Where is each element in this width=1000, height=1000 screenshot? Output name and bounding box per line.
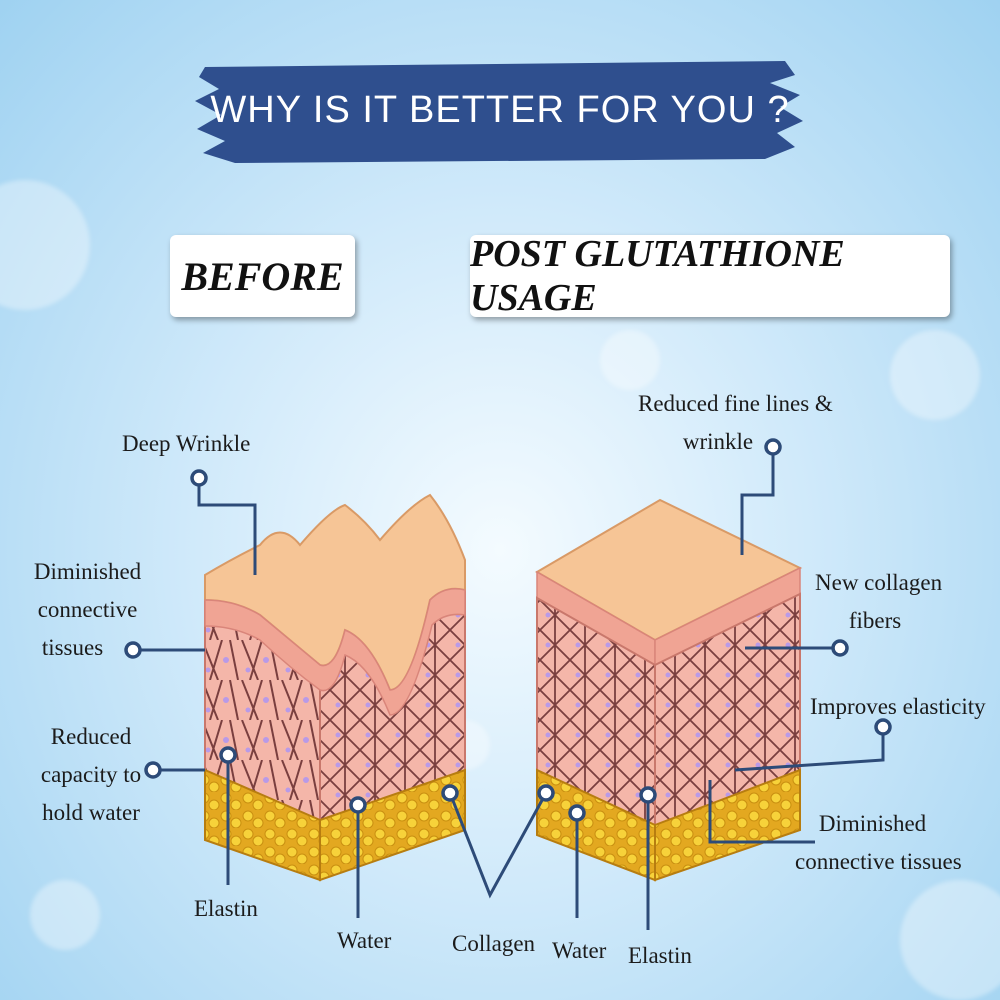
label-line: hold water (42, 800, 140, 825)
after-skin-block (535, 498, 803, 882)
marker-new-collagen (831, 639, 849, 657)
label-line: Diminished (818, 811, 927, 836)
marker-collagen-left (441, 784, 459, 802)
before-label: BEFORE (170, 235, 355, 317)
label-deep-wrinkle: Deep Wrinkle (122, 425, 250, 463)
label-new-collagen: New collagen fibers (815, 564, 943, 640)
connector-improves-elasticity (734, 730, 885, 772)
label-water-left-text: Water (337, 928, 392, 953)
bokeh-light (890, 330, 980, 420)
label-elastin-right-text: Elastin (628, 943, 692, 968)
before-skin-block (204, 493, 466, 882)
label-water-right-text: Water (552, 938, 607, 963)
banner-title: WHY IS IT BETTER FOR YOU ? (210, 88, 790, 131)
marker-reduced-capacity (144, 761, 162, 779)
label-reduced-fine-lines: Reduced fine lines & wrinkle (638, 385, 833, 461)
connector-markers (124, 438, 892, 822)
after-label: POST GLUTATHIONE USAGE (470, 233, 950, 319)
label-line: Reduced fine lines & (638, 391, 833, 416)
bokeh-light (900, 880, 1000, 1000)
connector-reduced-lines (740, 452, 775, 555)
label-line: Diminished (33, 559, 142, 584)
brush-stroke (195, 61, 803, 163)
label-elastin-left: Elastin (194, 890, 258, 928)
label-reduced-capacity: Reduced capacity to hold water (35, 718, 147, 832)
label-line: capacity to (40, 762, 142, 787)
marker-elastin-left (219, 746, 237, 764)
label-diminished-right: Diminished connective tissues (795, 805, 962, 881)
bokeh-light (30, 880, 100, 950)
marker-water-right (568, 804, 586, 822)
label-line: New collagen (815, 570, 943, 595)
label-line: connective (37, 597, 138, 622)
marker-collagen-right (537, 784, 555, 802)
label-water-right: Water (552, 932, 606, 970)
label-elastin-right: Elastin (628, 937, 692, 975)
before-epidermis-band (204, 588, 466, 716)
label-collagen-text: Collagen (452, 931, 536, 956)
title-banner (195, 61, 803, 163)
marker-reduced-lines (764, 438, 782, 456)
label-improves-elasticity: Improves elasticity (810, 688, 986, 726)
marker-water-left (349, 796, 367, 814)
label-diminished-left: Diminished connective tissues (30, 553, 145, 667)
label-deep-wrinkle-text: Deep Wrinkle (122, 431, 251, 456)
marker-deep-wrinkle (190, 469, 208, 487)
connector-collagen (448, 792, 548, 899)
marker-diminished-left (124, 641, 142, 659)
marker-elastin-right (639, 786, 657, 804)
label-collagen: Collagen (452, 925, 535, 963)
before-label-text: BEFORE (181, 253, 344, 299)
label-water-left: Water (337, 922, 391, 960)
connectors (140, 452, 885, 930)
label-line: tissues (41, 635, 104, 660)
after-label-text: POST GLUTATHIONE USAGE (470, 233, 845, 319)
label-line: connective tissues (795, 849, 962, 874)
connector-diminished-right (708, 780, 815, 844)
label-line: fibers (848, 608, 902, 633)
connector-deep-wrinkle (197, 478, 257, 575)
label-elastin-left-text: Elastin (194, 896, 258, 921)
label-improves-elasticity-text: Improves elasticity (810, 694, 986, 719)
marker-improves-elasticity (874, 718, 892, 736)
bokeh-light (600, 330, 660, 390)
label-line: Reduced (50, 724, 132, 749)
label-line: wrinkle (682, 429, 754, 454)
after-fat-side (654, 768, 801, 882)
